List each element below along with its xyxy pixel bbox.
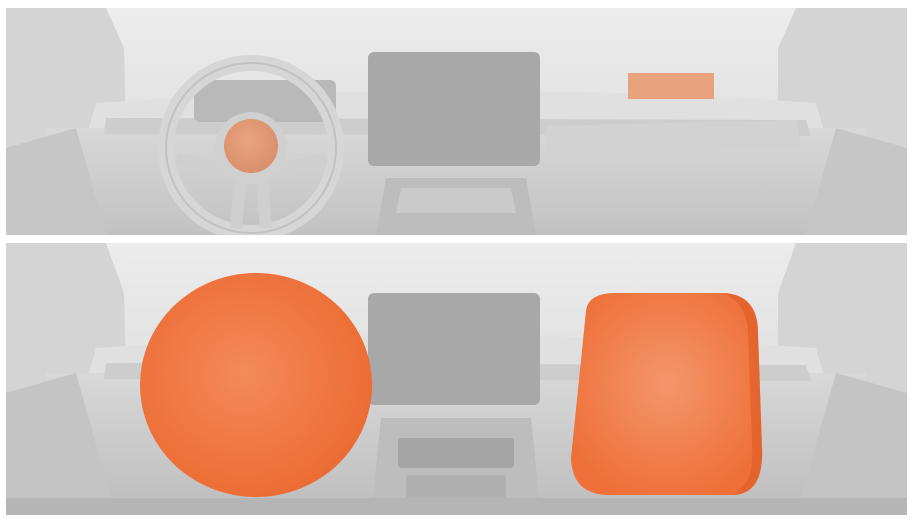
passenger-airbag-cover: [628, 73, 714, 99]
car-interior-stowed: [6, 8, 907, 235]
center-screen: [368, 52, 540, 166]
driver-airbag-cover: [224, 119, 278, 173]
car-interior-deployed: [6, 243, 907, 515]
panel-airbags-stowed: [6, 8, 907, 235]
center-screen: [368, 293, 540, 405]
passenger-airbag: [571, 293, 762, 495]
panel-airbags-deployed: [6, 243, 907, 515]
driver-airbag: [140, 273, 372, 497]
